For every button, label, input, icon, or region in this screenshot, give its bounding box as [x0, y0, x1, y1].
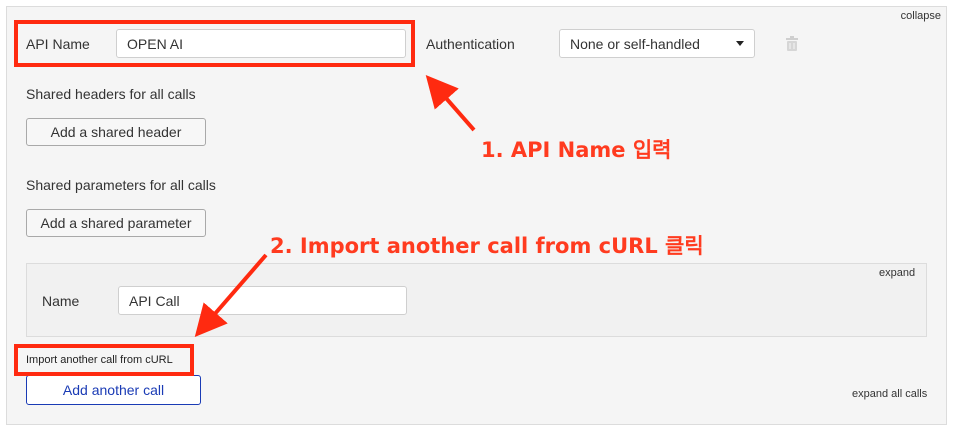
add-shared-header-button[interactable]: Add a shared header — [26, 118, 206, 146]
shared-parameters-label: Shared parameters for all calls — [26, 177, 216, 193]
trash-icon[interactable] — [785, 36, 799, 51]
call-name-label: Name — [42, 293, 80, 309]
authentication-select[interactable]: None or self-handled — [559, 29, 755, 58]
annotation-step-2: 2. Import another call from cURL 클릭 — [270, 234, 704, 258]
authentication-selected-value: None or self-handled — [570, 35, 700, 52]
expand-all-calls-link[interactable]: expand all calls — [852, 388, 928, 400]
api-name-input[interactable] — [116, 29, 406, 58]
add-shared-parameter-button[interactable]: Add a shared parameter — [26, 209, 206, 237]
shared-headers-label: Shared headers for all calls — [26, 86, 196, 102]
add-another-call-button[interactable]: Add another call — [26, 375, 201, 405]
collapse-link[interactable]: collapse — [900, 10, 941, 22]
import-from-curl-link[interactable]: Import another call from cURL — [26, 354, 173, 366]
api-name-label: API Name — [26, 36, 90, 52]
chevron-down-icon — [736, 41, 744, 46]
authentication-label: Authentication — [426, 36, 515, 52]
expand-call-link[interactable]: expand — [879, 267, 916, 279]
annotation-step-1: 1. API Name 입력 — [481, 138, 672, 162]
call-name-input[interactable] — [118, 286, 407, 315]
